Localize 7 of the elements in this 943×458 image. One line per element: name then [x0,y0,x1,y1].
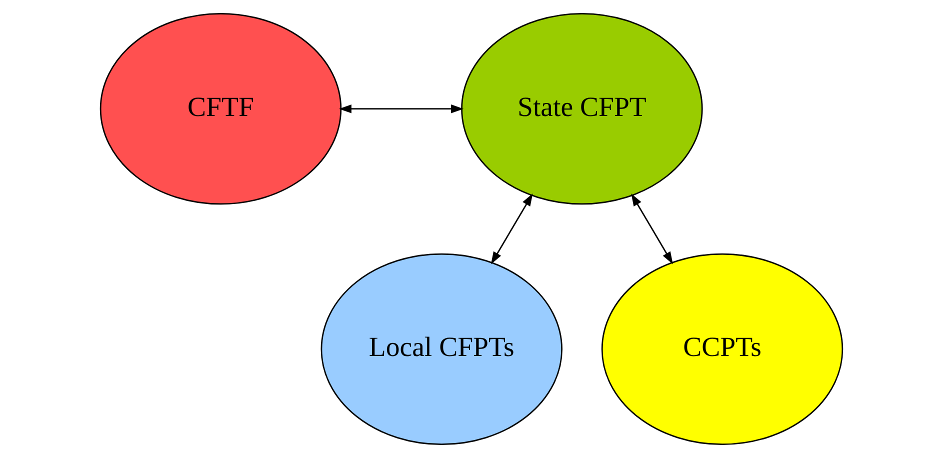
node-ellipse: CCPTs [601,253,844,446]
node-ellipse: State CFPT [461,12,703,205]
arrow [338,104,464,114]
arrow [490,194,533,264]
node-ellipse: Local CFPTs [320,253,562,446]
node-ellipse: CFTF [100,12,342,205]
arrow [631,194,673,264]
